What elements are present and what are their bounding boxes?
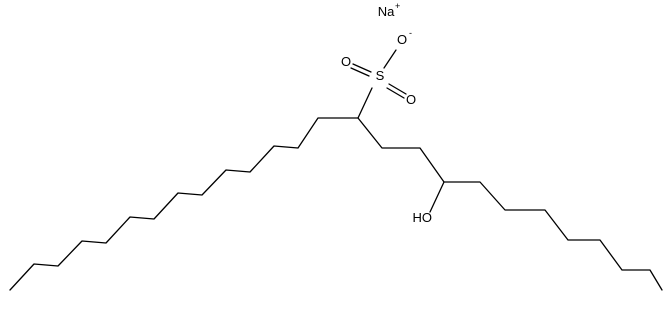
oxygen-top-atom: O — [397, 32, 407, 47]
oxygen-left-atom: O — [341, 54, 351, 69]
alkyl-chain-right — [357, 117, 663, 291]
hydroxyl-bond — [429, 181, 445, 213]
s-o-right-bond-1 — [388, 83, 407, 95]
c-s-bond — [357, 87, 373, 119]
s-o-left-bond-1 — [352, 63, 372, 73]
oxygen-top-charge: - — [409, 28, 412, 38]
s-o-top-bond — [383, 49, 397, 69]
alkyl-chain-left — [9, 117, 359, 291]
sulfur-atom: S — [376, 68, 385, 83]
sodium-charge: + — [395, 1, 400, 11]
s-o-left-bond-2 — [350, 67, 370, 77]
sodium-ion: Na — [378, 4, 395, 19]
s-o-right-bond-2 — [386, 87, 405, 99]
hydroxyl-label: HO — [413, 210, 433, 225]
oxygen-right-atom: O — [406, 92, 416, 107]
